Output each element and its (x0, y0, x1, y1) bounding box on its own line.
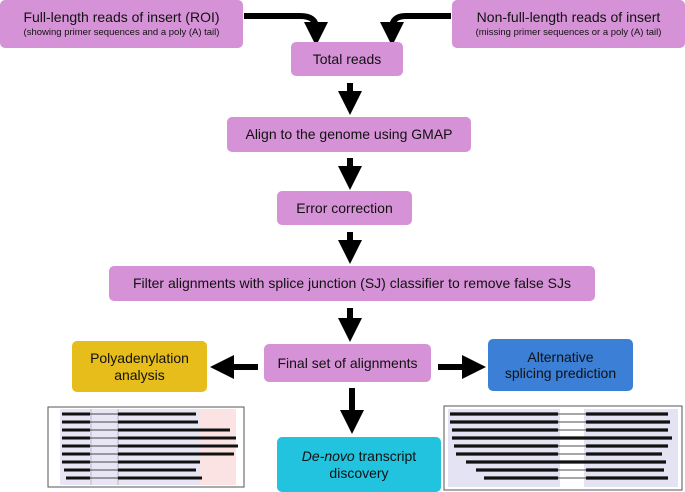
node-de-novo-rest: transcript (354, 448, 417, 465)
node-de-novo-italic: De-novo (301, 448, 355, 465)
node-non-full-length-reads-title: Non-full-length reads of insert (476, 8, 661, 25)
polyadenylation-reads-illustration (47, 406, 245, 488)
node-alternative-splicing: Alternative splicing prediction (488, 339, 633, 391)
node-de-novo-line1: De-novo transcript (302, 448, 416, 464)
node-non-full-length-reads: Non-full-length reads of insert (missing… (452, 0, 685, 48)
node-filter-alignments: Filter alignments with splice junction (… (109, 266, 595, 301)
node-full-length-reads: Full-length reads of insert (ROI) (showi… (0, 0, 243, 48)
node-error-correction: Error correction (277, 191, 412, 225)
node-full-length-reads-subtitle: (showing primer sequences and a poly (A)… (23, 27, 220, 39)
arrow-nonfull-to-total (380, 13, 451, 46)
node-polyadenylation-analysis: Polyadenylation analysis (72, 341, 207, 392)
node-full-length-reads-title: Full-length reads of insert (ROI) (23, 8, 220, 25)
node-total-reads: Total reads (291, 42, 403, 76)
arrow-roi-to-total (244, 13, 328, 46)
node-non-full-length-reads-subtitle: (missing primer sequences or a poly (A) … (475, 27, 662, 39)
node-final-alignments: Final set of alignments (264, 344, 431, 382)
node-de-novo-line2: discovery (329, 464, 389, 481)
node-alternative-splicing-line1: Alternative (527, 348, 594, 365)
node-de-novo-discovery: De-novo transcript discovery (277, 437, 441, 492)
node-polyadenylation-line1: Polyadenylation (90, 350, 189, 367)
node-polyadenylation-line2: analysis (114, 366, 165, 383)
node-align-genome: Align to the genome using GMAP (227, 117, 471, 152)
splicing-reads-illustration (443, 405, 683, 491)
node-alternative-splicing-line2: splicing prediction (504, 365, 617, 381)
